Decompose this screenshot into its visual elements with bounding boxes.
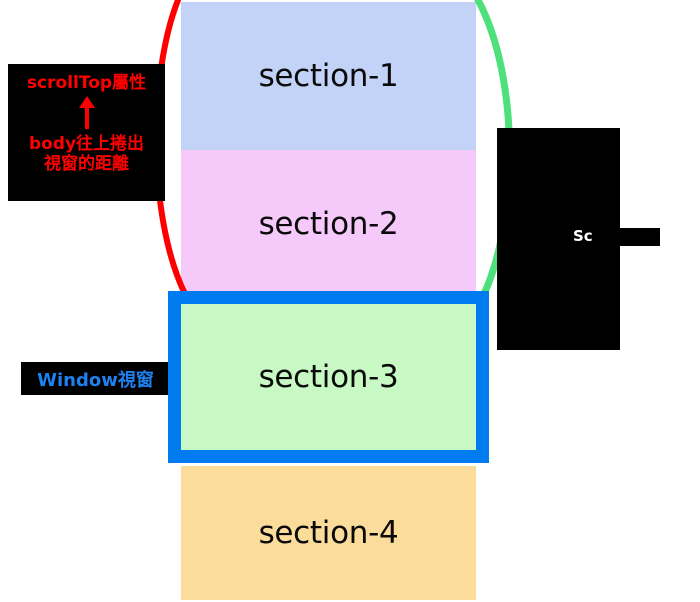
right-annotation-label: Sc (573, 227, 593, 245)
section-1-block[interactable]: section-1 (181, 2, 476, 150)
right-annotation-occluder-bar (600, 228, 660, 246)
window-viewport-label: Window視窗 (37, 369, 154, 391)
section-4-label: section-4 (258, 515, 399, 551)
section-3-block[interactable]: section-3 (181, 304, 476, 450)
right-annotation-box: Sc (497, 128, 620, 350)
scrolltop-annotation-box: scrollTop屬性 body往上捲出 視窗的距離 (8, 64, 165, 201)
section-3-label: section-3 (258, 359, 399, 395)
scrolltop-property-label: scrollTop屬性 (26, 73, 147, 93)
up-arrow-icon (76, 96, 98, 130)
section-2-block[interactable]: section-2 (181, 150, 476, 297)
scrolltop-description-line1: body往上捲出 (28, 134, 145, 155)
section-4-block[interactable]: section-4 (181, 466, 476, 600)
window-viewport-frame[interactable]: section-3 (168, 291, 489, 463)
scrolltop-description-line2: 視窗的距離 (44, 154, 129, 175)
section-1-label: section-1 (258, 58, 399, 94)
window-viewport-label-box: Window視窗 (21, 362, 170, 395)
section-2-label: section-2 (258, 205, 399, 242)
